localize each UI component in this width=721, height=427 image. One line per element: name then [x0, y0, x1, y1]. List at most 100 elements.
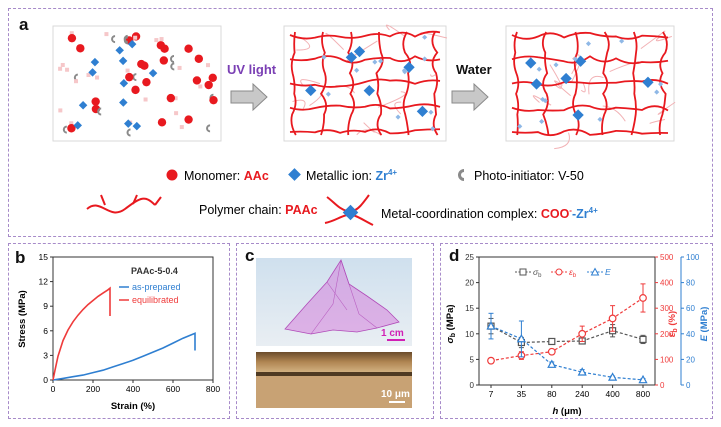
- x-tick-label: 600: [166, 384, 180, 394]
- data-point-εb: [608, 314, 617, 323]
- polymer-chain: [289, 128, 441, 135]
- legend-equilibrated: equilibrated: [132, 295, 179, 305]
- water-label: Water: [456, 62, 492, 77]
- monomer-faint: [177, 65, 182, 70]
- monomer: [91, 97, 100, 106]
- monomer-legend: Monomer: AAc: [184, 169, 269, 183]
- polymer-chain: [319, 31, 328, 136]
- monomer-faint: [69, 31, 74, 36]
- y-tick-label-right2: 40: [686, 330, 695, 339]
- monomer: [160, 44, 169, 53]
- data-point-E: [607, 372, 618, 381]
- metal-ion: [132, 121, 142, 131]
- monomer: [159, 56, 169, 65]
- legend-epsilon-b: εb: [569, 267, 577, 279]
- polymer-chain: [511, 55, 669, 65]
- panel-c: c 1 cm 10 μm: [236, 243, 434, 419]
- x-tick-label: 240: [575, 389, 589, 399]
- panel-a: a UV light Water Monomer: AAc M: [8, 8, 713, 237]
- metal-ion: [119, 98, 128, 107]
- metal-ion: [73, 121, 83, 130]
- free-ion: [372, 59, 378, 65]
- faint-chain: [571, 54, 580, 75]
- polymer-chain: [289, 55, 441, 64]
- monomer-faint: [154, 38, 159, 43]
- monomer-faint: [58, 66, 63, 71]
- faint-chain: [554, 132, 570, 150]
- y-tick-label-left: 5: [470, 355, 475, 364]
- faint-chain: [640, 30, 666, 50]
- monomer-faint: [95, 75, 100, 80]
- monomer-faint: [74, 79, 79, 84]
- y-tick-label-left: 15: [465, 304, 474, 313]
- monomer: [137, 59, 146, 69]
- monomer-faint: [206, 63, 211, 68]
- monomer-faint: [125, 68, 130, 73]
- metal-ion-legend: Metallic ion: Zr4+: [306, 168, 397, 183]
- metal-ion: [115, 46, 124, 55]
- monomer-faint: [69, 121, 74, 126]
- y-right2-axis-label: E (MPa): [699, 307, 710, 342]
- x-tick-label: 200: [86, 384, 100, 394]
- plot-frame: [478, 256, 656, 386]
- polymer-chain: [511, 104, 669, 112]
- polymer-chain: [289, 30, 441, 40]
- series-line-σb: [490, 325, 644, 344]
- photo-initiator-icon: [458, 169, 464, 181]
- monomer: [184, 44, 193, 53]
- data-point-εb: [578, 329, 587, 338]
- metal-ion: [118, 56, 128, 66]
- coordination-complex-legend: Metal-coordination complex: COO--Zr4+: [381, 206, 598, 221]
- faint-chain: [609, 60, 639, 72]
- panel-a-schematic: UV light Water Monomer: AAc Metallic ion…: [52, 24, 676, 226]
- legend-sigma-b: σb: [533, 267, 542, 279]
- y-tick-label-left: 20: [465, 279, 474, 288]
- y-tick-label-right2: 60: [686, 304, 695, 313]
- x-tick-label: 400: [606, 389, 620, 399]
- y-tick-label: 0: [43, 375, 48, 385]
- x-axis-label: Strain (%): [111, 401, 155, 412]
- data-point-εb: [487, 356, 495, 365]
- y-tick-label-right2: 80: [686, 279, 695, 288]
- legend-e: E: [605, 267, 611, 277]
- photo-initiator: [170, 62, 175, 71]
- polymer-chain: [289, 78, 441, 88]
- y-tick-label-right1: 500: [660, 253, 674, 262]
- photo-initiator: [126, 128, 131, 137]
- polymer-chain: [601, 31, 610, 136]
- polymer-chain: [513, 31, 520, 136]
- polymer-chain: [511, 31, 669, 40]
- photo-initiator: [123, 34, 128, 43]
- data-point-σb: [548, 337, 556, 346]
- film-photo: 1 cm: [256, 258, 412, 346]
- y-tick-label-right1: 0: [660, 381, 665, 390]
- coordination-complex-icon: [324, 194, 374, 226]
- faint-chain: [549, 64, 562, 89]
- faint-chain: [532, 95, 552, 106]
- metal-ion: [124, 119, 133, 128]
- data-point-E: [547, 359, 557, 368]
- faint-chain: [602, 105, 626, 122]
- free-ion: [325, 91, 331, 97]
- x-tick-label: 0: [51, 384, 56, 394]
- data-point-E: [516, 333, 527, 343]
- y-tick-label: 9: [43, 301, 48, 311]
- y-tick-label: 15: [39, 252, 49, 262]
- coordination-complex: [525, 57, 537, 69]
- monomer-faint: [60, 62, 65, 67]
- polymer-chain: [431, 31, 439, 136]
- series-line-as-prepared: [52, 332, 196, 381]
- photo-initiator: [206, 124, 211, 133]
- metal-ion-icon: [288, 168, 301, 181]
- monomer-faint: [174, 111, 179, 116]
- data-point-E: [486, 321, 496, 330]
- legend-as-prepared: as-prepared: [132, 282, 181, 292]
- y-tick-label-right1: 400: [660, 279, 674, 288]
- uv-light-label: UV light: [227, 62, 277, 77]
- y-tick-label-right2: 20: [686, 355, 695, 364]
- monomer-faint: [104, 32, 109, 37]
- polymer-chain: [375, 31, 384, 136]
- y-right1-axis-label: εb (%): [667, 311, 679, 337]
- monomer: [194, 54, 204, 63]
